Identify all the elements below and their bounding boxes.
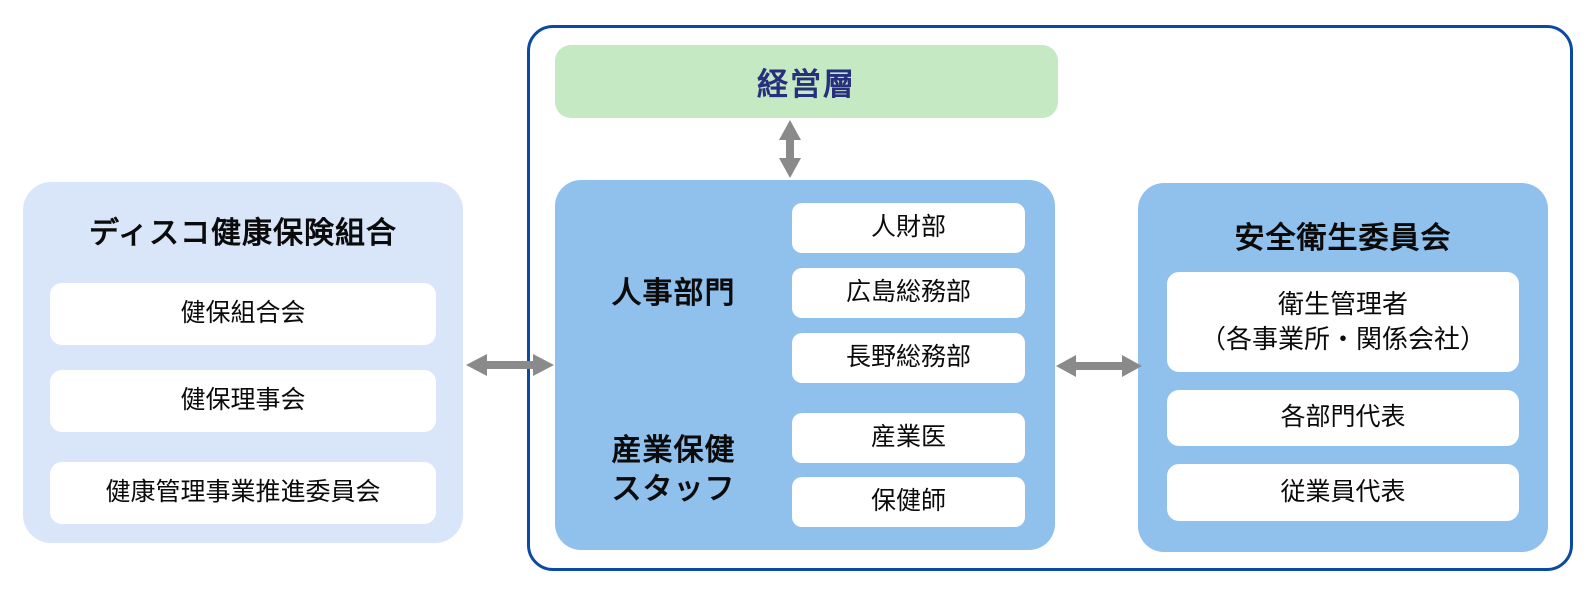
list-item: 従業員代表 bbox=[1167, 464, 1519, 521]
occupational-health-section-label: 産業保健 スタッフ bbox=[611, 434, 736, 506]
list-item: 衛生管理者 （各事業所・関係会社） bbox=[1167, 272, 1519, 372]
company-internal-frame bbox=[527, 25, 1573, 571]
list-item: 保健師 bbox=[792, 477, 1025, 527]
management-label: 経営層 bbox=[757, 67, 856, 102]
left-horizontal-double-arrow-icon bbox=[466, 351, 554, 379]
safety-health-committee-group: 安全衛生委員会 衛生管理者 （各事業所・関係会社） 各部門代表 従業員代表 bbox=[1138, 183, 1548, 552]
left-group-title: ディスコ健康保険組合 bbox=[89, 217, 397, 250]
list-item: 長野総務部 bbox=[792, 333, 1025, 383]
right-group-title: 安全衛生委員会 bbox=[1234, 222, 1452, 255]
list-item: 各部門代表 bbox=[1167, 390, 1519, 446]
hr-and-health-staff-group: 人事部門 人財部 広島総務部 長野総務部 産業保健 スタッフ 産業医 保健師 bbox=[555, 180, 1055, 550]
hr-section-label: 人事部門 bbox=[611, 277, 736, 310]
list-item: 健保理事会 bbox=[50, 370, 436, 432]
list-item: 産業医 bbox=[792, 413, 1025, 463]
list-item: 健康管理事業推進委員会 bbox=[50, 462, 436, 524]
health-insurance-union-group: ディスコ健康保険組合 健保組合会 健保理事会 健康管理事業推進委員会 bbox=[23, 182, 463, 543]
right-horizontal-double-arrow-icon bbox=[1056, 352, 1142, 380]
list-item: 人財部 bbox=[792, 203, 1025, 253]
vertical-double-arrow-icon bbox=[775, 120, 805, 178]
list-item: 健保組合会 bbox=[50, 283, 436, 345]
management-box: 経営層 bbox=[555, 45, 1058, 118]
list-item: 広島総務部 bbox=[792, 268, 1025, 318]
